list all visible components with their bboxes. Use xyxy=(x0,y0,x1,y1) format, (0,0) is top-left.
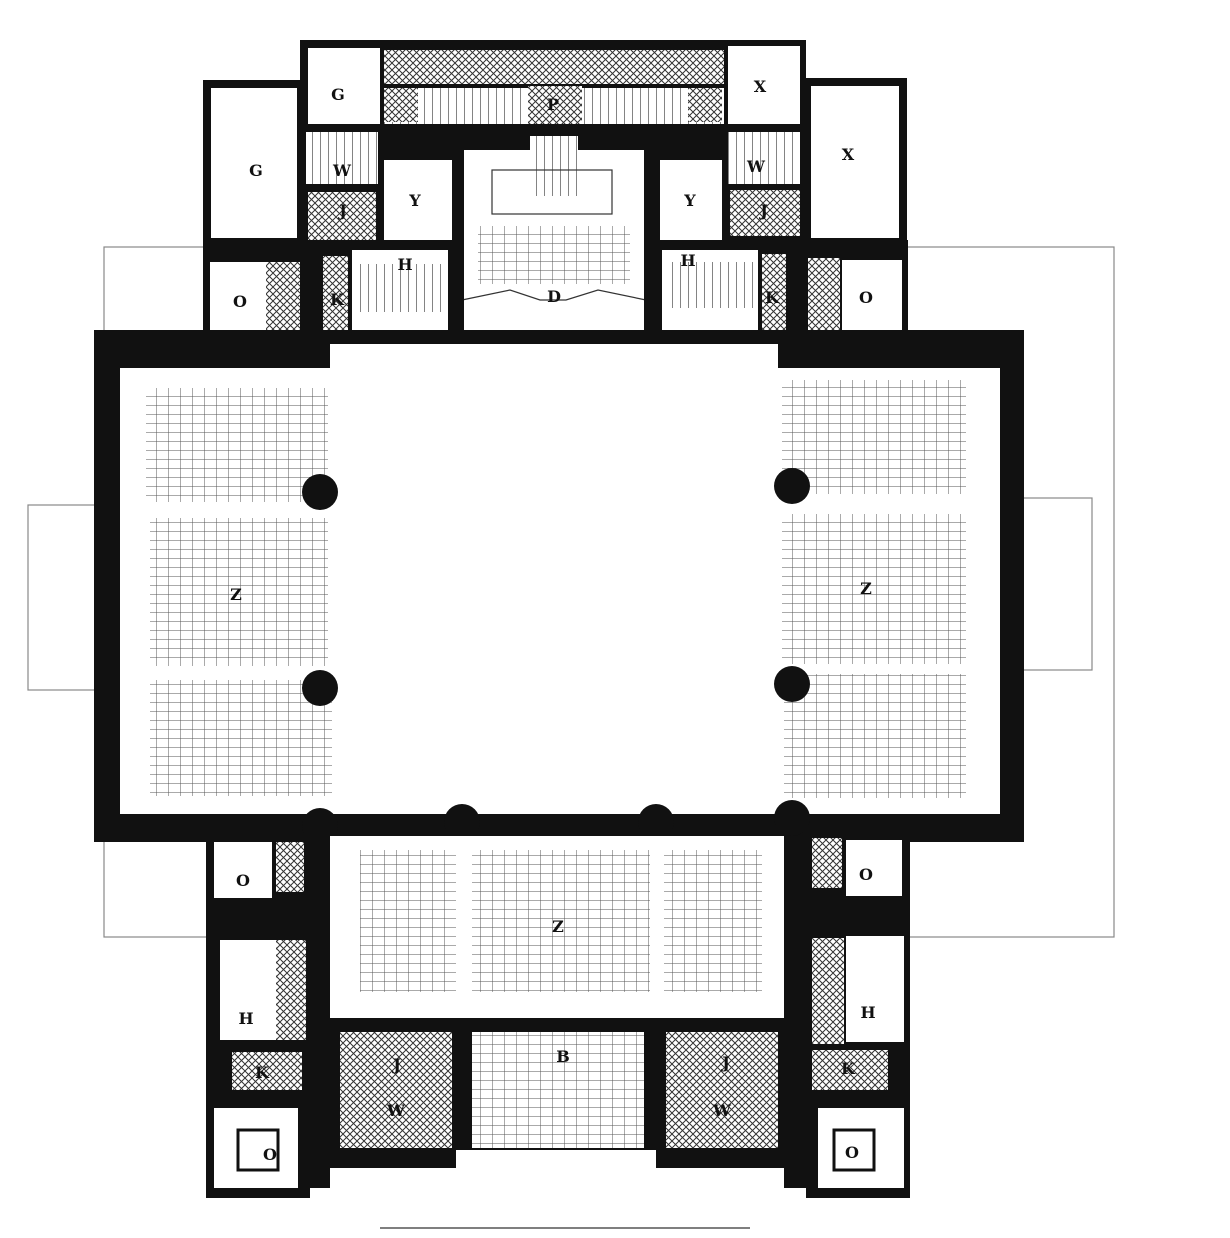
room-label: O xyxy=(236,871,250,890)
room-label: Y xyxy=(683,191,696,210)
room-label: Z xyxy=(860,579,872,598)
room-label: H xyxy=(860,1003,875,1022)
room-label: X xyxy=(842,145,855,164)
room-label: G xyxy=(249,161,263,180)
room-label: H xyxy=(397,255,412,274)
room-label: J xyxy=(720,1053,730,1072)
room-label: K xyxy=(255,1063,270,1082)
room-label: K xyxy=(841,1059,856,1078)
room-label: O xyxy=(233,292,247,311)
room-label: Y xyxy=(408,191,421,210)
room-label: O xyxy=(859,288,873,307)
room-label: G xyxy=(331,85,345,104)
room-label: O xyxy=(263,1145,277,1164)
room-label: W xyxy=(386,1101,406,1120)
room-label: K xyxy=(330,290,345,309)
room-label: O xyxy=(845,1143,859,1162)
room-label: J xyxy=(337,201,347,220)
room-label: J xyxy=(758,201,768,220)
room-label: W xyxy=(746,157,766,176)
central-hall xyxy=(94,330,1024,844)
room-label: P xyxy=(547,95,559,114)
room-label: W xyxy=(332,161,352,180)
lower-wing xyxy=(206,832,910,1198)
room-label: H xyxy=(238,1009,253,1028)
room-label: D xyxy=(547,287,561,306)
room-label: B xyxy=(556,1047,570,1066)
room-label: O xyxy=(859,865,873,884)
room-label: W xyxy=(712,1101,732,1120)
room-label: Z xyxy=(552,917,564,936)
upper-wing xyxy=(203,40,908,366)
room-label: J xyxy=(391,1055,401,1074)
room-label: K xyxy=(765,288,780,307)
room-label: X xyxy=(754,77,767,96)
room-label: Z xyxy=(230,585,242,604)
room-label: H xyxy=(680,251,695,270)
room-labels: G G X X P W W Y Y J J H H K K O O D Z Z … xyxy=(230,77,875,1164)
